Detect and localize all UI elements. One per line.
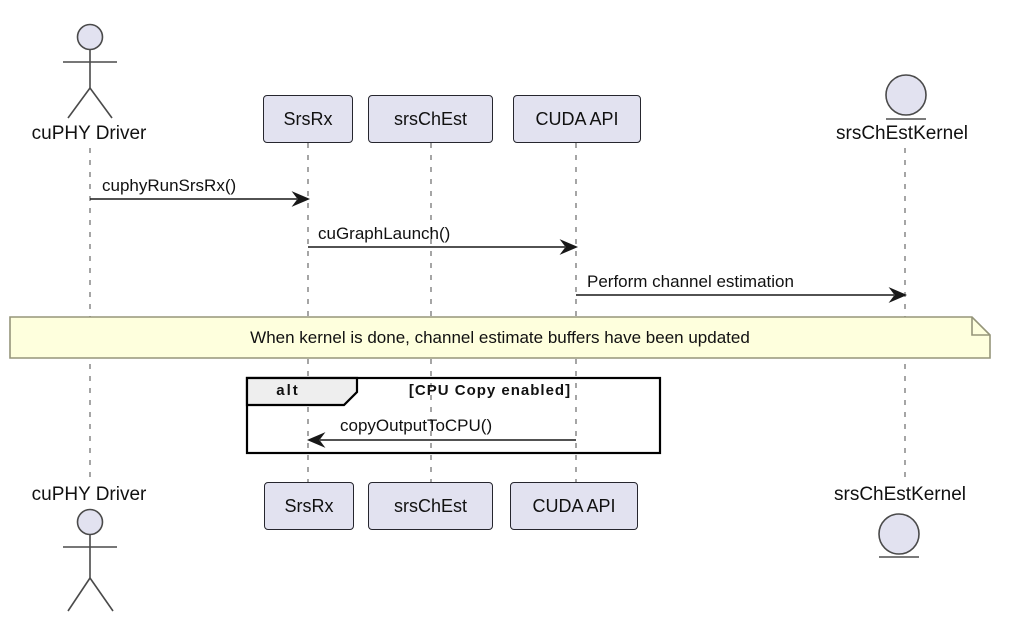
alt-frame	[245, 376, 662, 455]
actor-label-cuphy-driver-top: cuPHY Driver	[31, 123, 147, 144]
participant-label: srsChEst	[393, 495, 467, 516]
alt-frame-tab	[245, 376, 359, 407]
participant-label: SrsRx	[284, 495, 334, 516]
lifelines	[89, 143, 906, 484]
arrow-perform-channel-estimation	[576, 287, 908, 303]
participant-box-srsrx-top: SrsRx	[263, 95, 353, 143]
arrow-copyoutputtocpu	[306, 432, 576, 448]
message-arrows	[90, 191, 908, 448]
participant-label: CUDA API	[532, 495, 616, 516]
alt-operator-label: alt	[276, 382, 300, 399]
arrow-cuphyrunsrsrx	[90, 191, 311, 207]
entity-label-srschestkernel-top: srsChEstKernel	[836, 123, 968, 144]
participant-box-cuda-api-bottom: CUDA API	[510, 482, 638, 530]
entity-label-srschestkernel-bottom: srsChEstKernel	[834, 484, 966, 505]
message-label-cugraphlaunch: cuGraphLaunch()	[318, 224, 451, 243]
stick-figure-icon-top	[63, 23, 117, 119]
participant-box-srschest-top: srsChEst	[368, 95, 493, 143]
note-text: When kernel is done, channel estimate bu…	[250, 328, 750, 347]
circle-underline-icon-top	[885, 74, 927, 120]
actor-label-cuphy-driver-bottom: cuPHY Driver	[31, 484, 147, 505]
message-label-perform-channel-estimation: Perform channel estimation	[587, 272, 794, 291]
circle-underline-icon-bottom	[878, 513, 920, 558]
participant-box-srsrx-bottom: SrsRx	[264, 482, 354, 530]
message-label-copyoutputtocpu: copyOutputToCPU()	[340, 416, 493, 435]
alt-guard-label: [CPU Copy enabled]	[408, 382, 572, 399]
note-shape	[9, 316, 991, 359]
arrow-cugraphlaunch	[308, 239, 579, 255]
message-label-cuphyrunsrsrx: cuphyRunSrsRx()	[102, 176, 237, 195]
participant-box-cuda-api-top: CUDA API	[513, 95, 641, 143]
participant-label: CUDA API	[535, 108, 619, 129]
participant-label: srsChEst	[393, 108, 467, 129]
participant-box-srschest-bottom: srsChEst	[368, 482, 493, 530]
stick-figure-icon-bottom	[63, 508, 117, 612]
participant-label: SrsRx	[283, 108, 333, 129]
